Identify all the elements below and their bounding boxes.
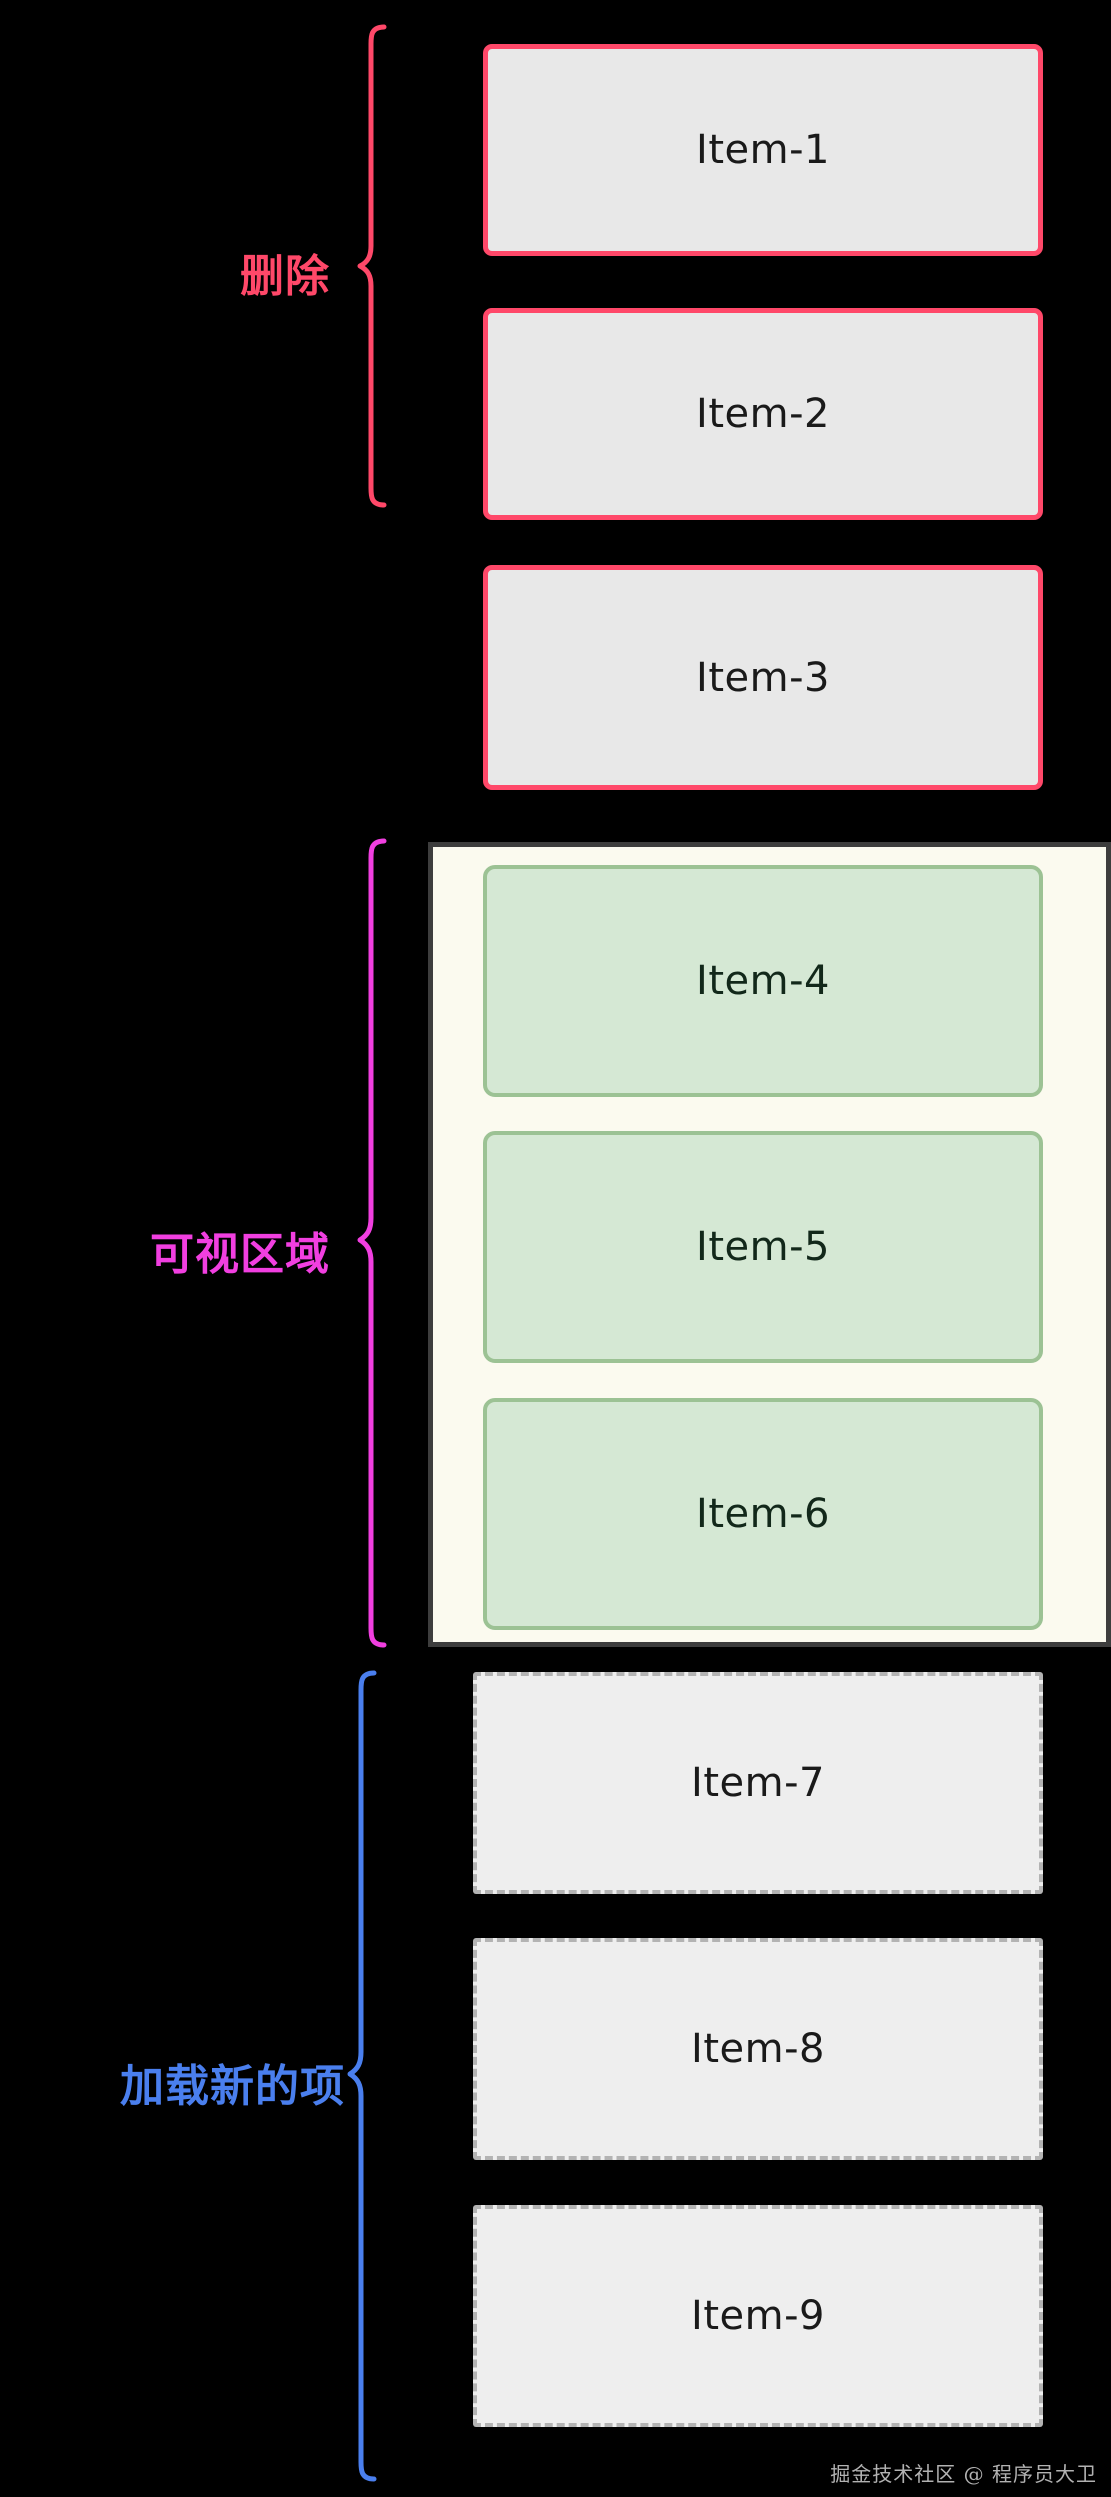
section-label-load: 加载新的项 bbox=[120, 2061, 345, 2112]
item-box[interactable]: Item-9 bbox=[473, 2205, 1043, 2427]
item-box[interactable]: Item-8 bbox=[473, 1938, 1043, 2160]
item-box[interactable]: Item-2 bbox=[483, 308, 1043, 520]
brace-load bbox=[347, 1670, 384, 2482]
item-box[interactable]: Item-4 bbox=[483, 865, 1043, 1097]
section-label-viewport: 可视区域 bbox=[150, 1229, 330, 1280]
brace-delete bbox=[357, 24, 394, 508]
section-label-delete: 删除 bbox=[240, 251, 330, 302]
watermark: 掘金技术社区 @ 程序员大卫 bbox=[830, 2462, 1097, 2486]
item-box[interactable]: Item-7 bbox=[473, 1672, 1043, 1894]
item-box[interactable]: Item-1 bbox=[483, 44, 1043, 256]
brace-viewport bbox=[357, 838, 394, 1648]
item-box[interactable]: Item-6 bbox=[483, 1398, 1043, 1630]
item-box[interactable]: Item-5 bbox=[483, 1131, 1043, 1363]
item-box[interactable]: Item-3 bbox=[483, 565, 1043, 790]
